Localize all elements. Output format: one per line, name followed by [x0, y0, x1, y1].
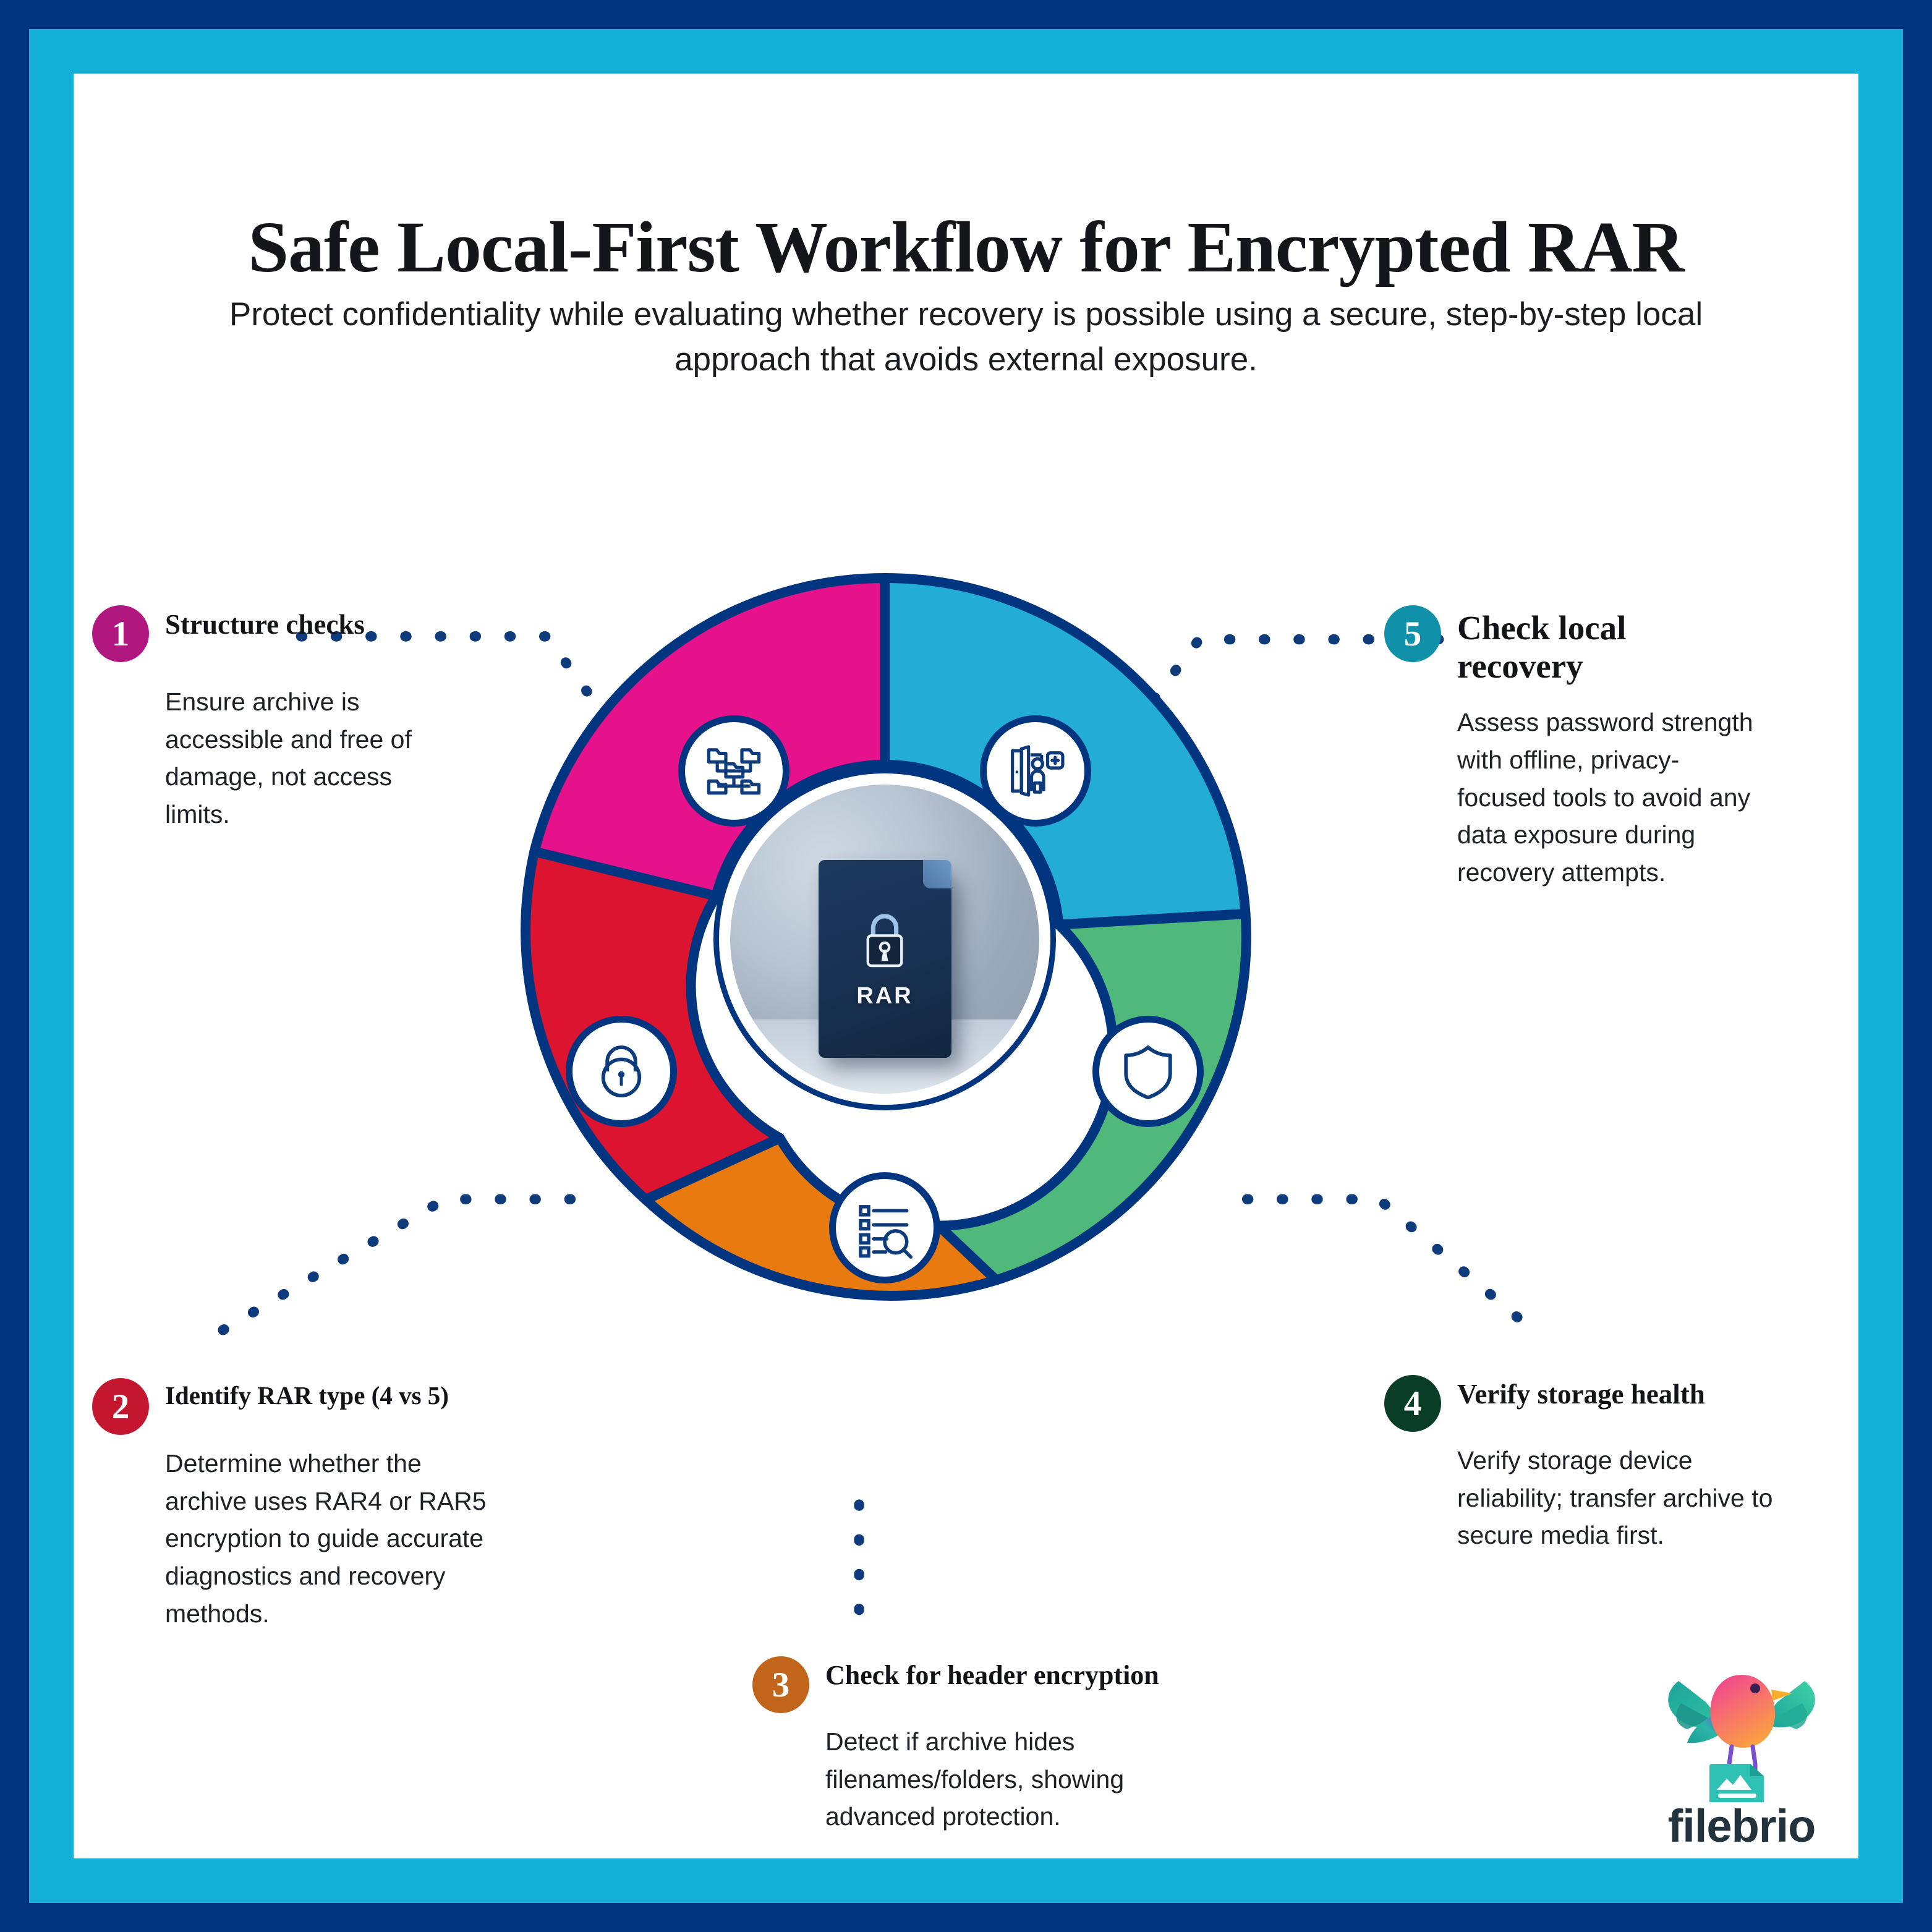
rar-file-label: RAR — [856, 982, 913, 1009]
step-3-header: 3 Check for header encryption — [752, 1656, 1247, 1713]
icon-bubble-step-5[interactable] — [980, 715, 1091, 827]
step-3-badge: 3 — [752, 1656, 809, 1713]
segment-step-4 — [934, 909, 1251, 1285]
step-2-badge: 2 — [92, 1378, 149, 1435]
shield-icon — [1124, 1045, 1172, 1100]
padlock-icon — [601, 1045, 642, 1097]
door-person-plus-icon — [1011, 745, 1065, 797]
icon-bubble-step-2[interactable] — [566, 1016, 677, 1127]
process-wheel: RAR — [516, 571, 1253, 1308]
step-5-title: Check local recovery — [1457, 609, 1627, 685]
lock-icon — [866, 913, 903, 967]
inner-frame-border: Safe Local-First Workflow for Encrypted … — [29, 29, 1903, 1903]
page-title: Safe Local-First Workflow for Encrypted … — [248, 206, 1684, 288]
step-3-description: Detect if archive hides filenames/folder… — [825, 1727, 1125, 1831]
step-2-description: Determine whether the archive uses RAR4 … — [165, 1449, 487, 1628]
step-4-header: 4 Verify storage health — [1384, 1375, 1817, 1432]
list-search-icon — [859, 1205, 913, 1259]
step-block-3: 3 Check for header encryption Detect if … — [752, 1656, 1247, 1836]
rar-file-photo: RAR — [730, 785, 1039, 1094]
step-1-badge: 1 — [92, 605, 149, 662]
page-subtitle: Protect confidentiality while evaluating… — [229, 296, 1703, 378]
step-3-title: Check for header encryption — [825, 1660, 1159, 1690]
step-1-title: Structure checks — [165, 609, 365, 640]
infographic-canvas: Safe Local-First Workflow for Encrypted … — [74, 74, 1858, 1858]
folder-tree-icon — [707, 748, 761, 795]
step-block-4: 4 Verify storage health Verify storage d… — [1384, 1375, 1817, 1554]
step-block-1: 1 Structure checks Ensure archive is acc… — [92, 605, 488, 833]
step-5-description: Assess password strength with offline, p… — [1457, 708, 1753, 887]
step-4-description: Verify storage device reliability; trans… — [1457, 1446, 1773, 1550]
step-block-5: 5 Check local recovery Assess password s… — [1384, 605, 1817, 892]
bird-on-file-icon — [1668, 1675, 1815, 1802]
center-image-disc: RAR — [730, 785, 1039, 1094]
step-4-badge: 4 — [1384, 1375, 1441, 1432]
step-2-header: 2 Identify RAR type (4 vs 5) — [92, 1378, 500, 1435]
page-fold-corner — [922, 860, 951, 888]
step-1-description: Ensure archive is accessible and free of… — [165, 687, 412, 829]
icon-bubble-step-1[interactable] — [678, 715, 789, 827]
connector-step-4 — [1241, 1194, 1546, 1342]
brand-name: filebrio — [1667, 1800, 1816, 1852]
brand-logo: filebrio — [1640, 1660, 1844, 1852]
icon-bubble-step-4[interactable] — [1092, 1016, 1204, 1127]
step-2-title: Identify RAR type (4 vs 5) — [165, 1381, 449, 1410]
rar-file-card: RAR — [818, 860, 951, 1058]
step-1-header: 1 Structure checks — [92, 605, 488, 662]
icon-bubble-step-3[interactable] — [829, 1172, 940, 1283]
step-5-badge: 5 — [1384, 605, 1441, 662]
step-block-2: 2 Identify RAR type (4 vs 5) Determine w… — [92, 1378, 500, 1632]
step-4-title: Verify storage health — [1457, 1379, 1705, 1410]
step-5-header: 5 Check local recovery — [1384, 605, 1817, 685]
